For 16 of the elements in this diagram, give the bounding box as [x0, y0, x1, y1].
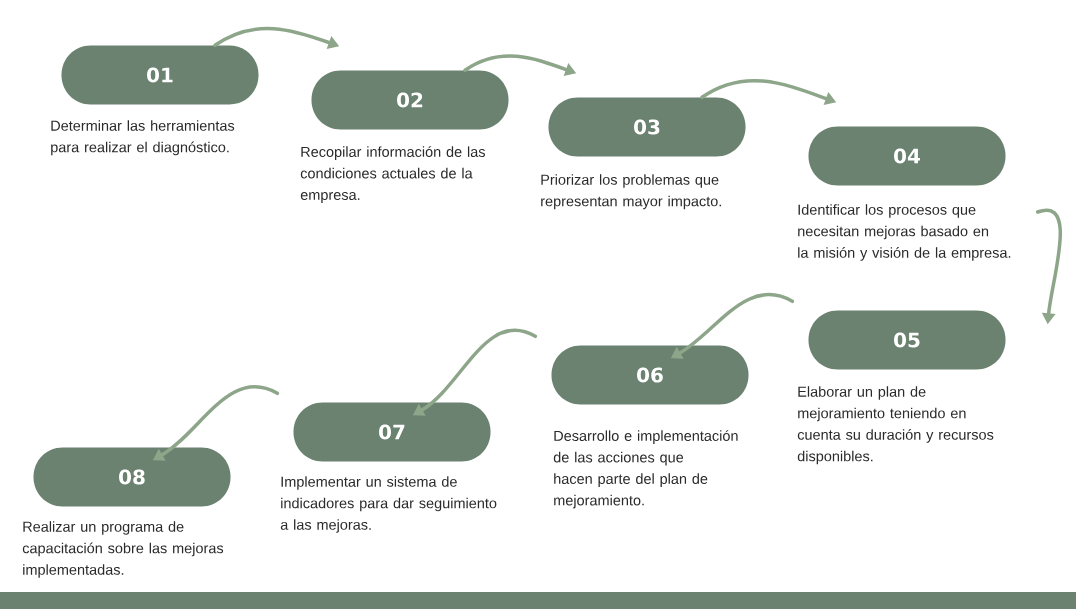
step-description: Elaborar un plan de mejoramiento teniendo en cuenta su duración y recursos disponibles. [797, 386, 994, 465]
step-pill: 05 [808, 310, 1006, 370]
step-pill: 08 [33, 447, 231, 507]
step-pill: 03 [548, 97, 746, 157]
step-pill: 04 [808, 126, 1006, 186]
step-pill: 06 [551, 345, 749, 405]
step-description: Determinar las herramientas para realizar el diagnóstico. [51, 120, 235, 156]
step-pill: 02 [311, 70, 509, 130]
step-description: Recopilar información de las condiciones actuales de la empresa. [300, 146, 485, 203]
step-description: Realizar un programa de capacitación sobre las mejoras implementadas. [22, 521, 224, 578]
step-pill: 01 [61, 45, 259, 105]
step-description: Implementar un sistema de indicadores para dar seguimiento a las mejoras. [280, 476, 497, 533]
step-description: Desarrollo e implementación de las acciones que hacen parte del plan de mejoramiento. [553, 430, 738, 509]
step-description: Priorizar los problemas que representan mayor impacto. [541, 174, 721, 210]
step-description: Identificar los procesos que necesitan mejoras basado en la misión y visión de la empresa. [798, 204, 1011, 261]
step-pill: 07 [293, 402, 491, 462]
